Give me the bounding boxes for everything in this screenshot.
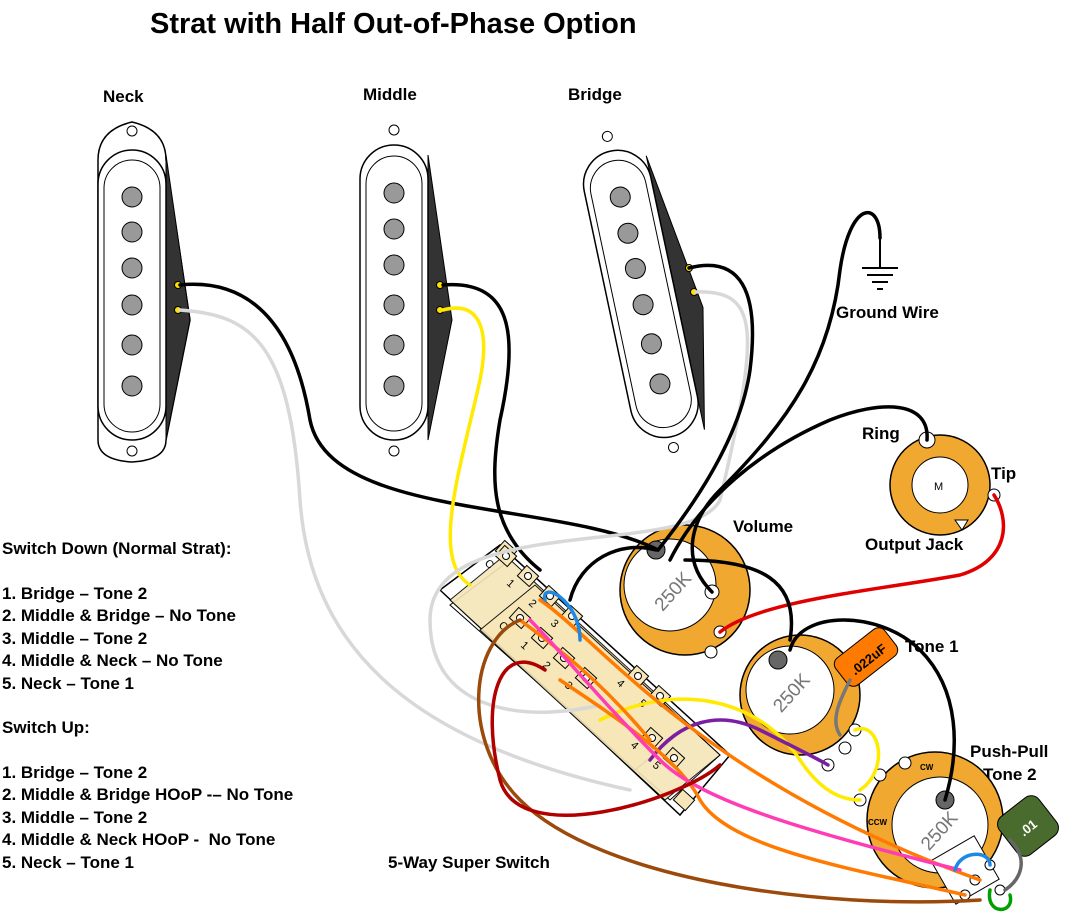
switch-up-heading: Switch Up: bbox=[2, 718, 90, 737]
switch-down-item: 5. Neck – Tone 1 bbox=[2, 673, 134, 693]
tone2-ccw: CCW bbox=[868, 818, 888, 827]
bridge-pickup bbox=[582, 130, 705, 453]
switch-label: 5-Way Super Switch bbox=[388, 853, 550, 872]
switch-up-item: 1. Bridge – Tone 2 bbox=[2, 762, 148, 782]
middle-yellow-wire bbox=[441, 306, 486, 587]
output-jack: M bbox=[889, 431, 1001, 536]
switch-down-item: 1. Bridge – Tone 2 bbox=[2, 583, 148, 603]
ring-wire bbox=[668, 405, 929, 562]
volume-tone-black bbox=[683, 558, 794, 642]
orange-wire-3 bbox=[518, 618, 652, 742]
tone1-label: Tone 1 bbox=[905, 637, 959, 656]
ring-label: Ring bbox=[862, 424, 900, 443]
blue-wire-pot bbox=[953, 852, 992, 872]
volume-label: Volume bbox=[733, 517, 793, 536]
switch-down-item: 3. Middle – Tone 2 bbox=[2, 628, 148, 648]
switch-down-heading: Switch Down (Normal Strat): bbox=[2, 539, 232, 558]
ground-wire bbox=[690, 210, 882, 594]
purple-wire bbox=[648, 718, 830, 767]
switch-up-item: 3. Middle – Tone 2 bbox=[2, 807, 148, 827]
switch-down-item: 2. Middle & Bridge – No Tone bbox=[2, 606, 236, 625]
middle-pickup bbox=[359, 124, 453, 457]
bridge-label: Bridge bbox=[568, 85, 622, 104]
tip-red-wire bbox=[718, 493, 1006, 634]
orange-wire-1 bbox=[538, 598, 982, 882]
switch-up-item: 4. Middle & Neck HOoP - No Tone bbox=[2, 830, 276, 849]
switch-down-list: Switch Down (Normal Strat): 1. Bridge – … bbox=[2, 538, 382, 695]
pink-wire bbox=[528, 618, 962, 872]
tone2-capacitor: .01 bbox=[997, 795, 1059, 857]
gray-cap-wire bbox=[1003, 838, 1023, 892]
tone1-capacitor: .022uF bbox=[833, 627, 899, 687]
switch-lug-hole bbox=[524, 572, 532, 580]
switch-up-item: 5. Neck – Tone 1 bbox=[2, 852, 134, 872]
tone2-label: Tone 2 bbox=[983, 765, 1037, 784]
tone2-pot: 250K CCW CW bbox=[853, 751, 1006, 905]
neck-white-wire bbox=[178, 308, 632, 792]
cap-lead-tone1 bbox=[834, 678, 852, 737]
switch-up-list: Switch Up: 1. Bridge – Tone 2 2. Middle … bbox=[2, 717, 382, 874]
switch-lug-hole bbox=[656, 692, 664, 700]
brown-wire bbox=[477, 618, 982, 904]
tone2-cw: CW bbox=[920, 763, 934, 772]
blue-wire-switch bbox=[542, 590, 582, 642]
output-jack-label: Output Jack bbox=[865, 535, 964, 554]
jack-center-label: M bbox=[934, 481, 943, 493]
bridge-white-wire bbox=[428, 290, 750, 714]
neck-label: Neck bbox=[103, 87, 144, 106]
volume-switch-black bbox=[568, 545, 658, 602]
middle-label: Middle bbox=[363, 85, 417, 104]
bridge-black-wire bbox=[656, 263, 755, 552]
tip-label: Tip bbox=[991, 464, 1016, 483]
neck-pickup bbox=[97, 121, 191, 463]
switch-down-item: 4. Middle & Neck – No Tone bbox=[2, 651, 223, 670]
ground-symbol bbox=[862, 238, 898, 290]
neck-black-wire bbox=[178, 282, 660, 552]
tone-yellow-wire bbox=[853, 726, 881, 792]
switch-up-item: 2. Middle & Bridge HOoP -– No Tone bbox=[2, 785, 294, 804]
switch-lug-hole bbox=[670, 754, 678, 762]
wires bbox=[178, 210, 1023, 912]
switch-lug-hole bbox=[634, 672, 642, 680]
middle-black-wire bbox=[441, 282, 542, 572]
push-pull-label: Push-Pull bbox=[970, 742, 1048, 761]
ground-wire-label: Ground Wire bbox=[836, 303, 939, 322]
tone2-black bbox=[788, 618, 956, 802]
volume-pot: 250K bbox=[619, 524, 751, 659]
darkred-wire bbox=[490, 660, 722, 817]
green-wire bbox=[987, 888, 1013, 912]
diagram-title: Strat with Half Out-of-Phase Option bbox=[150, 8, 637, 40]
